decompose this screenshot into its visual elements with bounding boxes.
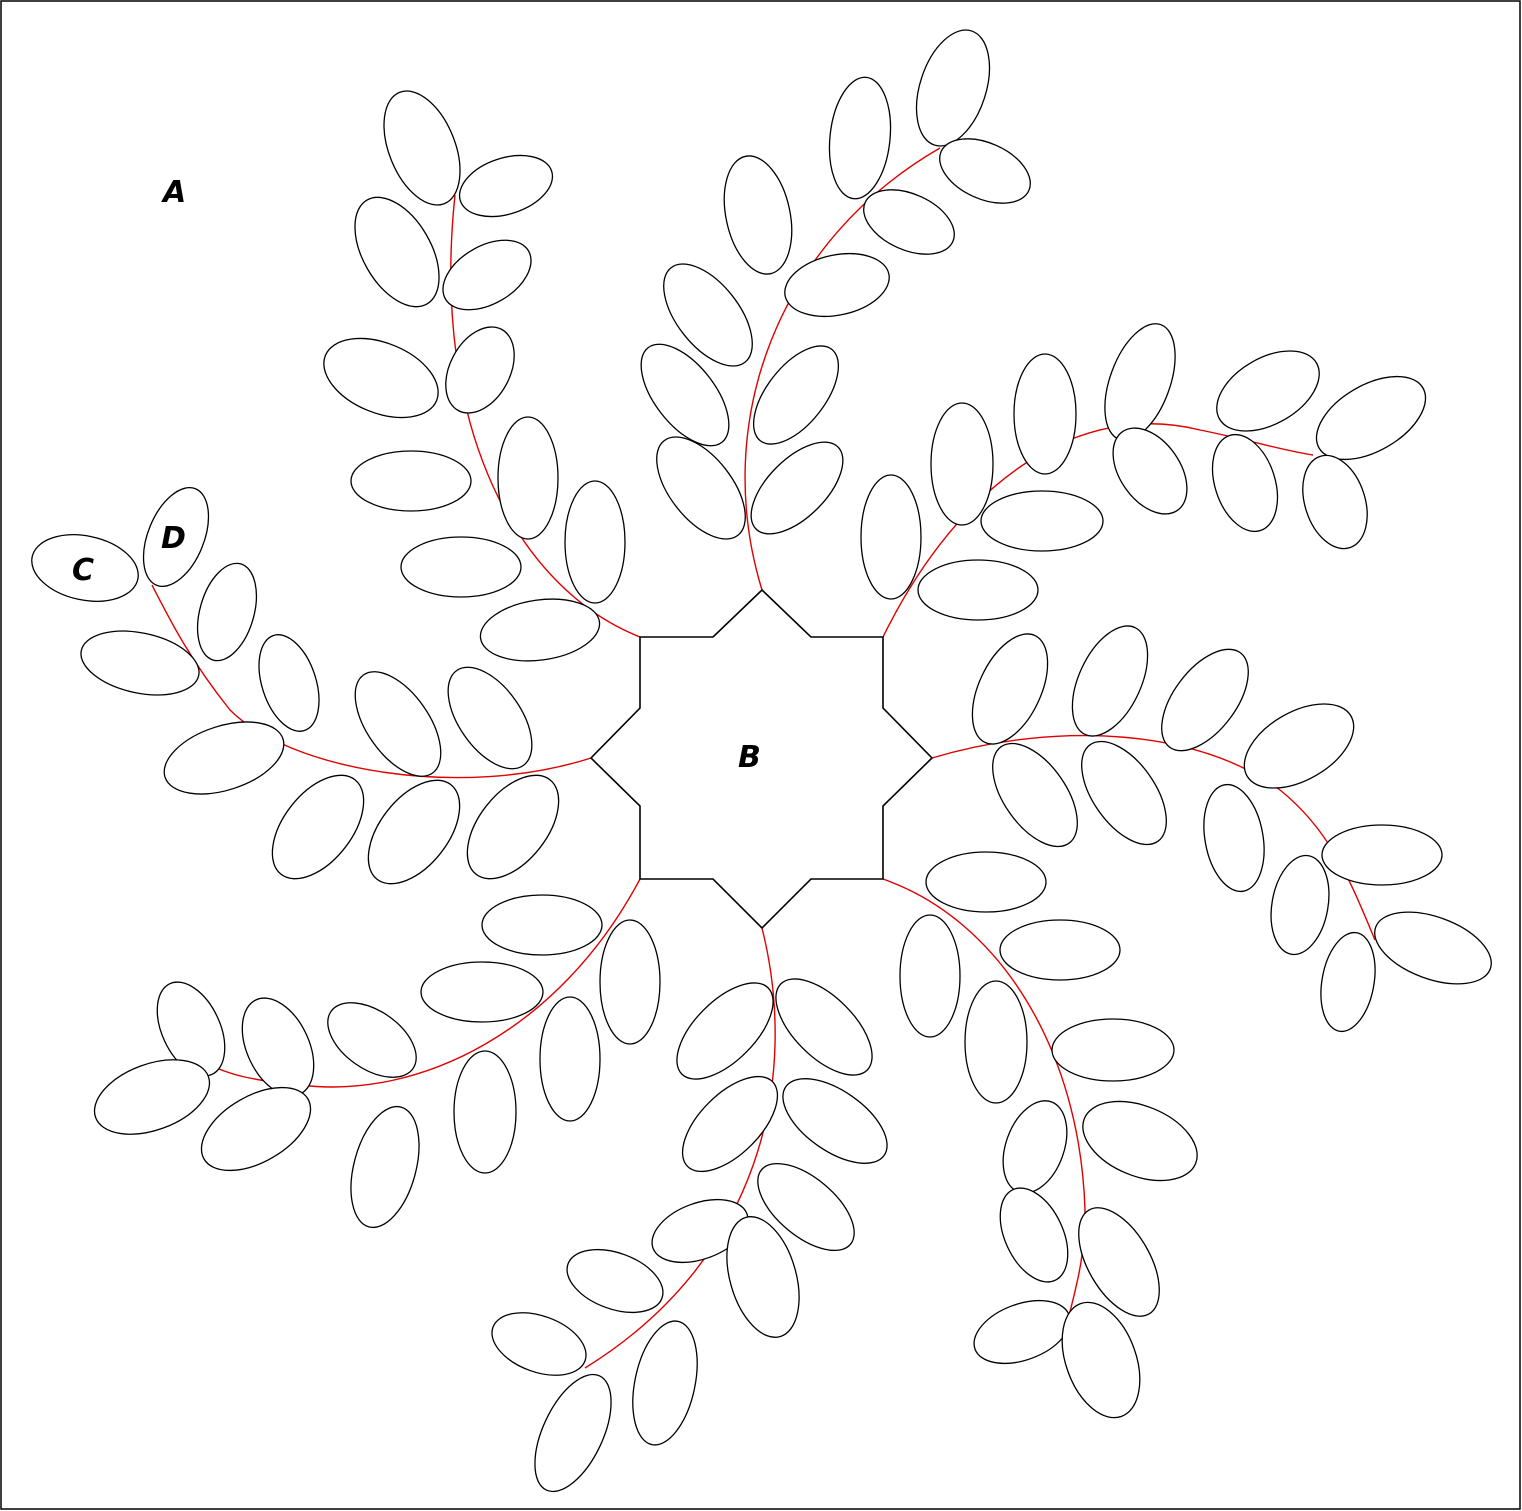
leaf-66 [519,1363,627,1503]
leaf-65 [483,1301,594,1387]
leaf-85 [431,653,548,784]
leaf-71 [314,988,429,1093]
leaf-46 [900,915,960,1037]
leaf-82 [248,627,330,739]
leaf-47 [1000,920,1120,980]
leaf-13 [824,74,896,202]
leaf-5 [312,323,449,433]
leaf-37 [1230,687,1368,806]
leaf-81 [187,556,266,667]
label-a: A [161,175,186,210]
label-b: B [738,740,761,775]
leaf-70 [540,997,600,1121]
leaf-57 [661,967,790,1096]
leaf-35 [1057,614,1163,747]
leaf-86 [254,759,381,895]
leaf-12 [903,21,1003,156]
leaf-40 [1196,780,1272,896]
leaf-50 [991,1092,1078,1202]
leaf-10 [565,481,625,603]
leaf-54 [965,1289,1078,1376]
leaf-56 [760,963,889,1092]
label-c: C [72,553,94,588]
leaf-51 [1071,1086,1208,1196]
leaf-45 [926,852,1046,912]
leaf-32 [861,475,921,599]
leaf-48 [965,981,1027,1103]
leaf-30 [1292,447,1379,557]
leaf-9 [401,537,521,597]
leaf-80 [75,621,205,705]
leaf-26 [931,403,993,525]
leaf-84 [338,657,458,791]
leaf-4 [431,226,543,324]
leaf-29 [1201,426,1289,540]
leaf-25 [1014,354,1076,474]
leaf-36 [1145,634,1266,766]
leaf-2 [452,145,561,228]
leaf-19 [737,331,854,458]
leaf-8 [498,417,558,539]
leaf-42 [1264,851,1337,959]
leaf-41 [1322,825,1442,885]
leaf-38 [976,729,1094,861]
leaf-43 [1365,898,1501,998]
leaf-33 [918,560,1038,620]
leaf-74 [339,1099,431,1235]
central-star [591,590,932,928]
leaf-83 [155,708,293,807]
leaf-34 [957,622,1063,755]
leaf-6 [432,315,528,424]
leaf-69 [421,962,543,1022]
leaf-17 [779,245,895,326]
leaf-52 [987,1177,1082,1292]
leaf-64 [623,1315,708,1451]
leaf-22 [735,426,858,549]
leaf-68 [600,920,660,1044]
leaf-39 [1065,727,1183,859]
leaf-72 [454,1051,516,1173]
leaf-11 [476,592,603,668]
leaf-44 [1314,928,1383,1036]
leaf-88 [449,759,576,895]
leaf-87 [350,764,477,900]
leaf-31 [981,491,1103,551]
leaf-7 [351,451,471,511]
leaf-49 [1052,1019,1174,1081]
leaf-15 [714,150,802,281]
label-d: D [161,521,186,556]
leaf-27 [1203,334,1333,447]
leaf-67 [482,895,602,955]
leaf-58 [769,1062,902,1180]
